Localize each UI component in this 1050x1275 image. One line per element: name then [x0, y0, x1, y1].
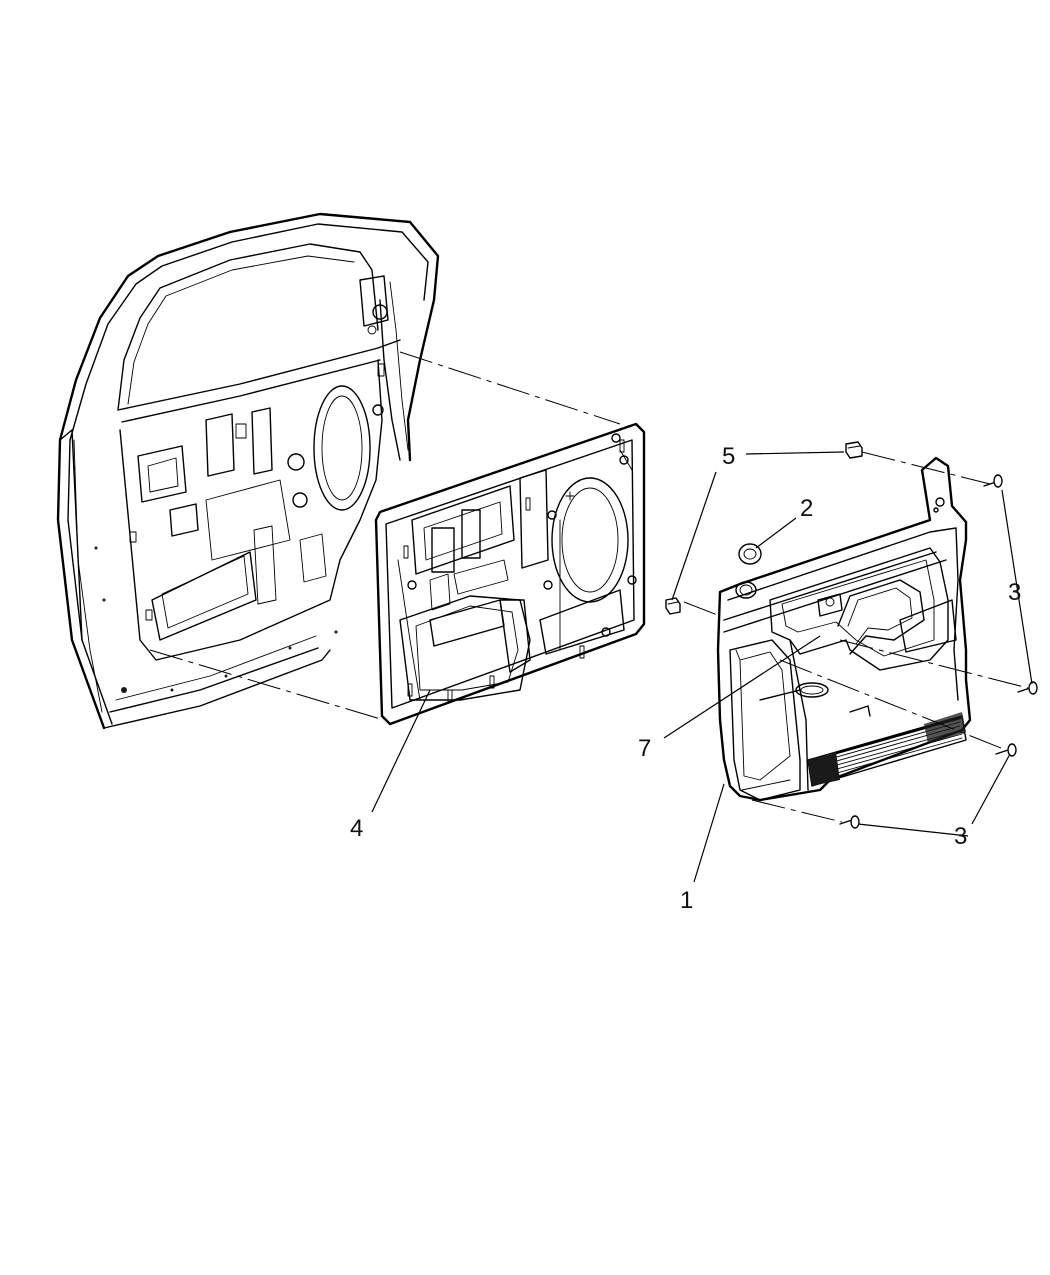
door-trim-panel [716, 456, 972, 802]
screw-part-3-mid [1017, 681, 1038, 695]
callout-4: 4 [350, 815, 363, 842]
callout-3-lower: 3 [954, 823, 967, 850]
clip-part-5-top [845, 441, 863, 459]
clip-part-5 [665, 597, 681, 615]
tweeter-part-2 [738, 543, 762, 565]
callout-2: 2 [800, 495, 813, 522]
screw-part-3-lower [995, 743, 1017, 757]
callout-5: 5 [722, 443, 735, 470]
callout-7: 7 [638, 735, 651, 762]
screw-part-3-bottom [839, 815, 860, 829]
door-watershield [374, 422, 646, 726]
leader-lines [371, 451, 1033, 883]
door-shell [56, 212, 440, 730]
callout-1: 1 [680, 887, 693, 914]
assembly-lines [149, 351, 1029, 823]
screw-part-3-top [983, 474, 1003, 488]
callout-3-upper: 3 [1008, 579, 1021, 606]
